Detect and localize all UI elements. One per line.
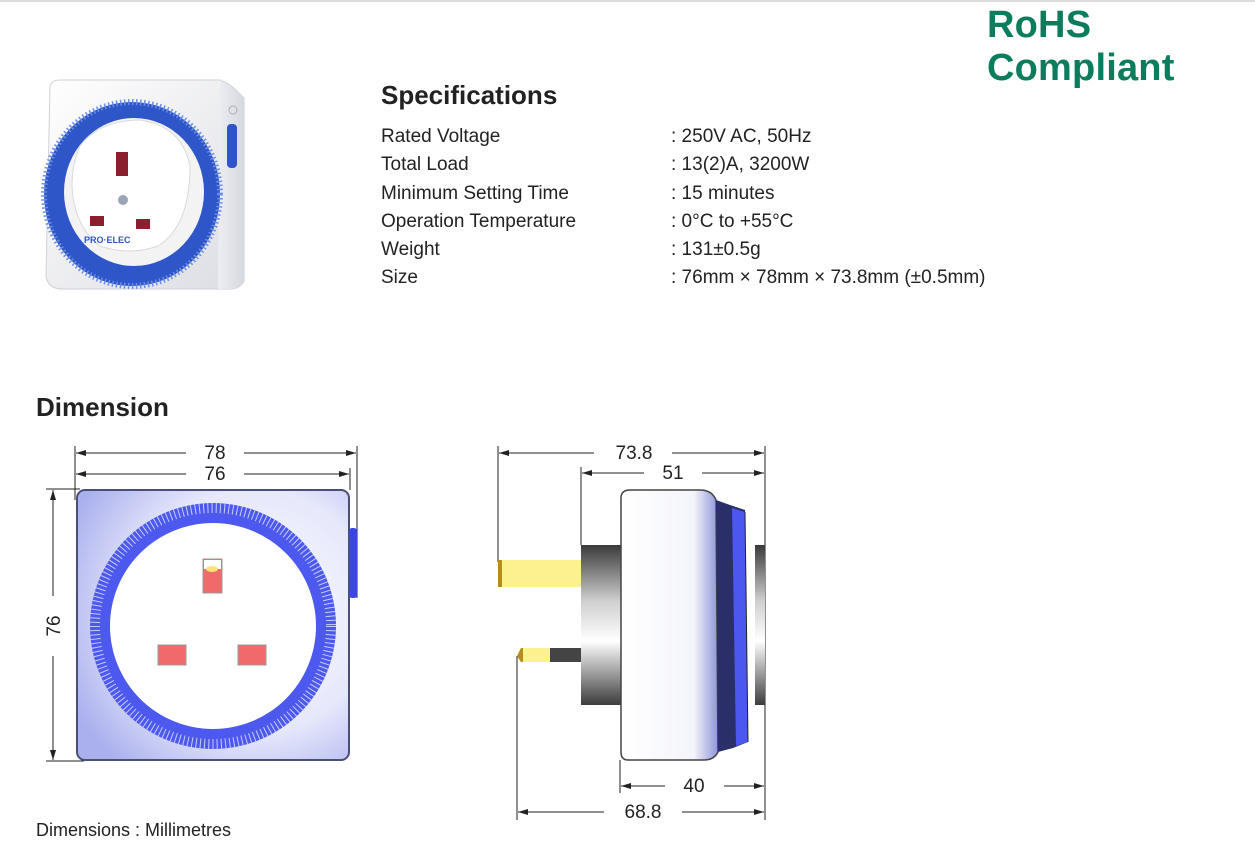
product-image: PRO·ELEC (41, 79, 245, 290)
dimension-heading: Dimension (36, 392, 169, 422)
dim-front-width-body: 76 (204, 464, 225, 485)
spec-value: : 0°C to +55°C (671, 210, 794, 232)
spec-value: : 13(2)A, 3200W (671, 154, 810, 176)
spec-value: : 131±0.5g (671, 239, 761, 261)
dim-front-height: 76 (44, 615, 65, 636)
spec-label: Size (381, 267, 418, 289)
spec-value: : 76mm × 78mm × 73.8mm (±0.5mm) (671, 267, 986, 289)
rohs-compliant-badge: RoHS Compliant (987, 4, 1175, 90)
units-note: Dimensions : Millimetres (36, 820, 232, 840)
rohs-line1: RoHS (987, 4, 1092, 46)
front-view-drawing: 78 76 76 (44, 443, 358, 762)
spec-row-total-load: Total Load : 13(2)A, 3200W (381, 151, 986, 179)
dim-side-depth-pin-to-front: 68.8 (625, 802, 662, 823)
spec-row-weight: Weight : 131±0.5g (381, 236, 986, 264)
specifications-heading: Specifications (381, 80, 558, 110)
spec-label: Weight (381, 239, 440, 261)
spec-value: : 15 minutes (671, 182, 775, 204)
spec-row-minimum-setting-time: Minimum Setting Time : 15 minutes (381, 180, 986, 208)
svg-text:PRO·ELEC: PRO·ELEC (84, 235, 131, 245)
spec-label: Rated Voltage (381, 126, 501, 147)
dim-side-depth-body: 40 (683, 776, 704, 797)
side-view-drawing: 73.8 51 40 68.8 (497, 443, 766, 823)
spec-label: Operation Temperature (381, 210, 577, 232)
spec-row-rated-voltage: Rated Voltage : 250V AC, 50Hz (381, 123, 986, 151)
top-border (0, 0, 1255, 2)
rohs-line2: Compliant (987, 47, 1175, 89)
dim-front-width-overall: 78 (204, 443, 225, 464)
dim-side-depth-overall: 73.8 (616, 443, 653, 464)
spec-label: Minimum Setting Time (381, 182, 569, 204)
specifications-table: Rated Voltage : 250V AC, 50Hz Total Load… (381, 123, 986, 293)
spec-label: Total Load (381, 154, 469, 176)
dim-side-depth-with-dial: 51 (662, 463, 683, 484)
spec-row-size: Size : 76mm × 78mm × 73.8mm (±0.5mm) (381, 264, 986, 292)
spec-row-operation-temperature: Operation Temperature : 0°C to +55°C (381, 208, 986, 236)
spec-value: : 250V AC, 50Hz (671, 126, 812, 147)
